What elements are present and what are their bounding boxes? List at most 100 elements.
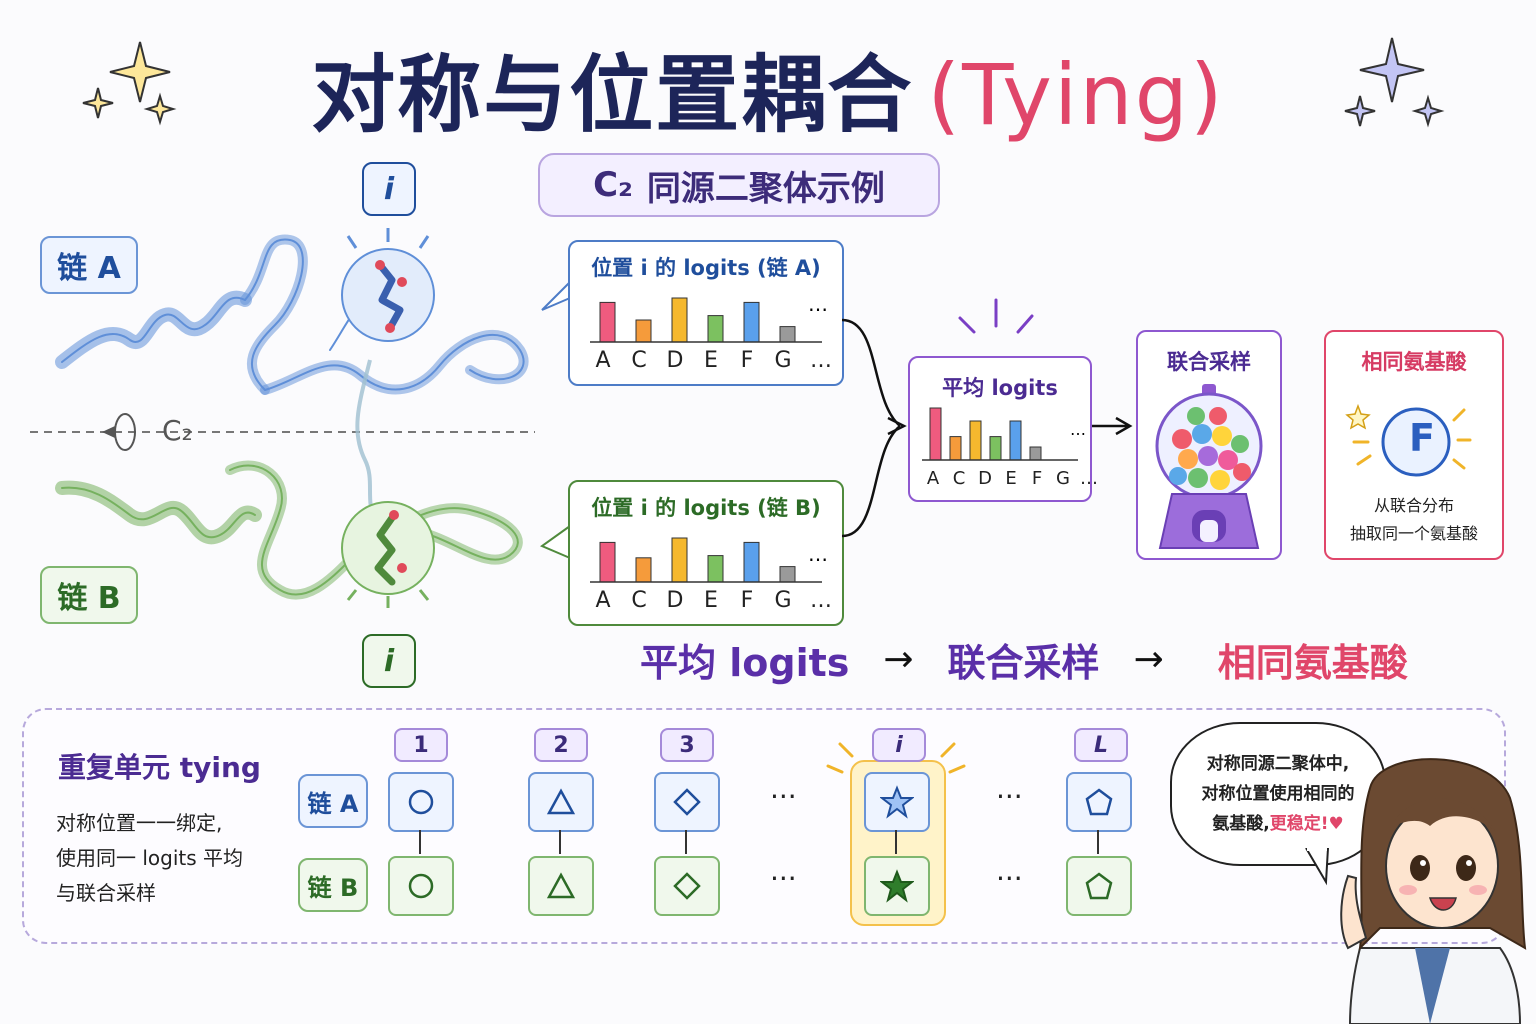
tie-line	[685, 830, 687, 854]
letter-e: E	[1005, 468, 1017, 489]
position-i-marker-b: i	[362, 634, 416, 688]
bar-F	[743, 541, 760, 583]
tying-description: 对称位置一一绑定, 使用同一 logits 平均 与联合采样	[56, 806, 243, 911]
letter-f: F	[740, 348, 754, 373]
speech-line1: 对称同源二聚体中,	[1206, 754, 1350, 774]
star-icon	[1345, 403, 1472, 477]
chain-b-cell-l	[1066, 856, 1132, 916]
triangle-icon	[546, 788, 576, 815]
position-tag-1: 1	[394, 728, 448, 762]
ellipsis-b-1: ···	[770, 862, 797, 895]
sampled-amino-acid-letter: F	[1409, 416, 1435, 460]
molecule-icon	[341, 228, 435, 342]
tie-line	[559, 830, 561, 854]
page-title: 对称与位置耦合(Tying)	[0, 28, 1536, 149]
flow-summary: 平均 logits → 联合采样 → 相同氨基酸	[640, 632, 1408, 687]
letter-a: A	[595, 348, 611, 373]
sparkle-icon	[958, 298, 1034, 334]
bar-A	[599, 541, 616, 583]
flow-step-same: 相同氨基酸	[1217, 641, 1408, 685]
logits-a-more: …	[808, 292, 828, 316]
bar-A	[599, 301, 616, 343]
letter-d: D	[666, 348, 684, 373]
diamond-icon	[673, 788, 701, 816]
letter-f: F	[1031, 468, 1043, 489]
sparkle-icon	[826, 742, 966, 774]
tying-desc-line2: 使用同一 logits 平均	[56, 846, 244, 870]
tying-heading: 重复单元 tying	[58, 751, 261, 784]
joint-sampling-box: 联合采样	[1136, 330, 1282, 560]
flow-connectors	[841, 318, 1133, 538]
tying-desc-line1: 对称位置一一绑定,	[56, 811, 223, 835]
chain-a-cell-i	[864, 772, 930, 832]
same-amino-acid-desc: 从联合分布 抽取同一个氨基酸	[1326, 492, 1502, 548]
speech-line3-accent: 更稳定!	[1269, 814, 1329, 834]
letter-g: G	[774, 348, 792, 373]
pentagon-icon	[1085, 788, 1113, 816]
sparkle-icon	[1344, 37, 1445, 128]
molecule-icon	[341, 501, 435, 608]
title-main: 对称与位置耦合	[311, 46, 914, 144]
chain-a-label: 链 A	[40, 236, 138, 294]
joint-sampling-title: 联合采样	[1167, 350, 1251, 374]
star-icon	[880, 869, 914, 903]
letter-more: …	[810, 348, 832, 373]
bar-G	[779, 566, 796, 583]
bar-D	[969, 420, 982, 461]
speech-line3: 氨基酸,更稳定!♥	[1172, 809, 1384, 839]
scientist-avatar	[1340, 758, 1527, 1024]
chain-b-cell-1	[388, 856, 454, 916]
letter-d: D	[666, 588, 684, 613]
letter-a: A	[595, 588, 611, 613]
letter-f: F	[740, 588, 754, 613]
average-logits-chart	[922, 407, 1078, 461]
speech-line3-prefix: 氨基酸,	[1212, 814, 1270, 834]
speech-line2: 对称位置使用相同的	[1201, 784, 1355, 804]
c2-rotation-icon	[102, 413, 136, 451]
flow-step-average: 平均 logits	[640, 641, 850, 685]
letter-g: G	[1056, 468, 1070, 489]
letter-e: E	[704, 348, 718, 373]
bar-A	[929, 407, 942, 461]
subtitle-box: C₂ 同源二聚体示例	[538, 153, 940, 217]
letter-c: C	[631, 348, 647, 373]
letter-e: E	[704, 588, 718, 613]
tying-chain-b-label: 链 B	[298, 858, 368, 912]
bar-G	[1029, 446, 1042, 461]
flow-arrow: →	[1133, 639, 1164, 680]
bar-E	[707, 555, 724, 583]
position-tag-l: L	[1074, 728, 1128, 762]
position-tag-2: 2	[534, 728, 588, 762]
logits-b-title: 位置 i 的 logits (链 B)	[591, 496, 821, 520]
chain-b-cell-3	[654, 856, 720, 916]
position-tag-i: i	[872, 728, 926, 762]
protein-helix-icon	[30, 228, 535, 608]
bar-G	[779, 326, 796, 343]
tying-desc-line3: 与联合采样	[56, 881, 156, 905]
speech-bubble-tail	[1305, 848, 1329, 886]
logits-b-chart	[590, 537, 822, 583]
bar-D	[671, 297, 688, 343]
bar-D	[671, 537, 688, 583]
bar-C	[635, 557, 652, 583]
position-i-marker-a: i	[362, 162, 416, 216]
bar-C	[949, 436, 962, 461]
tying-chain-a-label: 链 A	[298, 774, 368, 828]
bubble-pointer	[541, 281, 571, 311]
tie-line	[419, 830, 421, 854]
bar-E	[707, 315, 724, 343]
letter-d: D	[978, 468, 992, 489]
logits-a-chart	[590, 297, 822, 343]
diamond-icon	[673, 872, 701, 900]
chain-a-text: 链 A	[57, 251, 121, 286]
bar-F	[743, 301, 760, 343]
subtitle-c2: C₂	[593, 165, 633, 205]
triangle-icon	[546, 872, 576, 899]
letter-more: …	[810, 588, 832, 613]
